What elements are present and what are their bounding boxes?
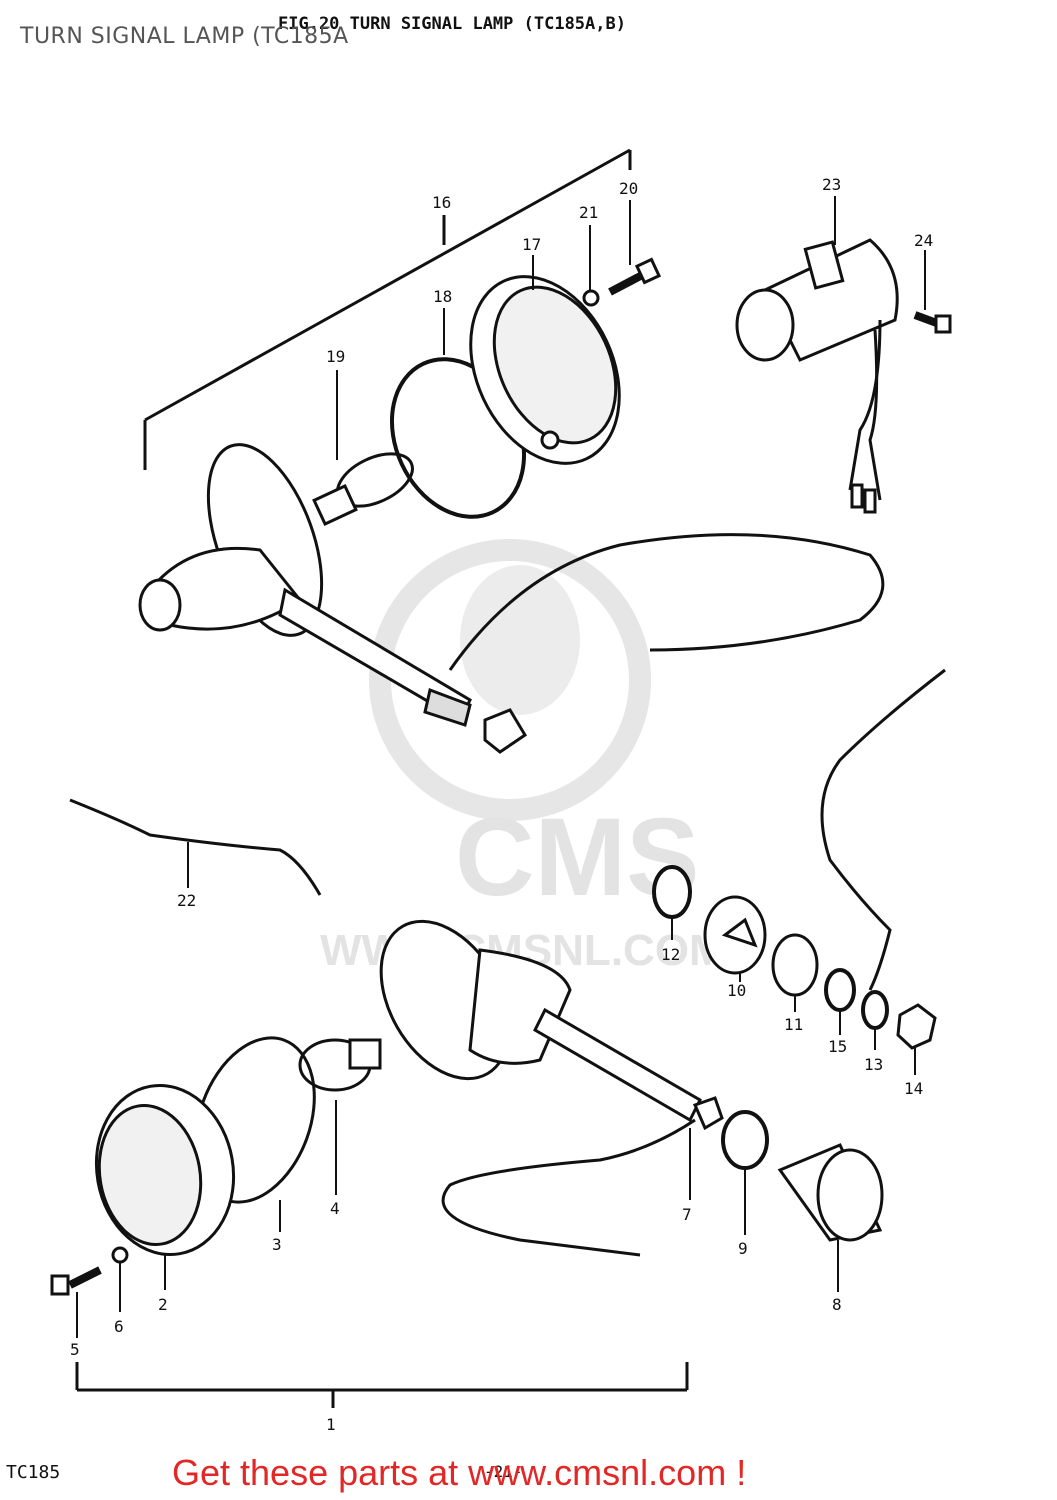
callout-5: 5: [70, 1340, 80, 1359]
bushing-10: [703, 895, 767, 975]
overlay-title: TURN SIGNAL LAMP (TC185A: [20, 24, 349, 49]
watermark: CMS WWW.CMSNL.COM: [320, 539, 726, 975]
lower-lamp-housing: [379, 919, 724, 1131]
callout-1: 1: [326, 1415, 336, 1434]
group-16-bracket: [143, 148, 632, 470]
callout-22: 22: [177, 891, 196, 910]
figure-title: FIG.20 TURN SIGNAL LAMP (TC185A,B): [278, 14, 626, 34]
screw-5: [50, 1266, 102, 1296]
nut-11: [771, 933, 819, 997]
model-code: TC185: [6, 1462, 61, 1483]
callout-12: 12: [661, 945, 680, 964]
washer-15: [824, 968, 856, 1012]
callout-23: 23: [822, 175, 841, 194]
call-to-action-link[interactable]: Get these parts at www.cmsnl.com !: [172, 1452, 747, 1493]
callout-21: 21: [579, 203, 598, 222]
callout-numbers: 1 2 3 4 5 6 7 8 9 10 11 12 13 14 15 16 1…: [70, 175, 933, 1434]
upper-lamp-housing: [138, 443, 528, 754]
callout-9: 9: [738, 1239, 748, 1258]
callout-19: 19: [326, 347, 345, 366]
callout-4: 4: [330, 1199, 340, 1218]
callout-7: 7: [682, 1205, 692, 1224]
callout-3: 3: [272, 1235, 282, 1254]
grommet-8: [777, 1143, 884, 1242]
callout-14: 14: [904, 1079, 923, 1098]
bulb-19: [312, 452, 414, 526]
lock-washer-13: [861, 990, 889, 1030]
callout-17: 17: [522, 235, 541, 254]
callout-6: 6: [114, 1317, 124, 1336]
callout-10: 10: [727, 981, 746, 1000]
callout-18: 18: [433, 287, 452, 306]
callout-8: 8: [832, 1295, 842, 1314]
wires: [69, 533, 946, 1257]
screw-24: [913, 311, 952, 334]
screw-20: [608, 257, 662, 296]
callout-16: 16: [432, 193, 451, 212]
lens-17: [469, 275, 621, 465]
callout-13: 13: [864, 1055, 883, 1074]
washer-9: [721, 1110, 769, 1170]
page-number: -21-: [484, 1462, 523, 1481]
callout-2: 2: [158, 1295, 168, 1314]
nut-14: [896, 1003, 937, 1050]
washer-12: [652, 865, 692, 919]
washer-21: [582, 289, 600, 307]
lens-2: [94, 1083, 236, 1257]
callout-20: 20: [619, 179, 638, 198]
washer-6: [111, 1246, 129, 1264]
flasher-relay-23: [735, 238, 899, 514]
callout-24: 24: [914, 231, 933, 250]
leader-lines: [76, 196, 926, 1338]
callout-15: 15: [828, 1037, 847, 1056]
bulb-4: [298, 1038, 382, 1092]
callout-11: 11: [784, 1015, 803, 1034]
group-1-bracket: [75, 1362, 689, 1408]
